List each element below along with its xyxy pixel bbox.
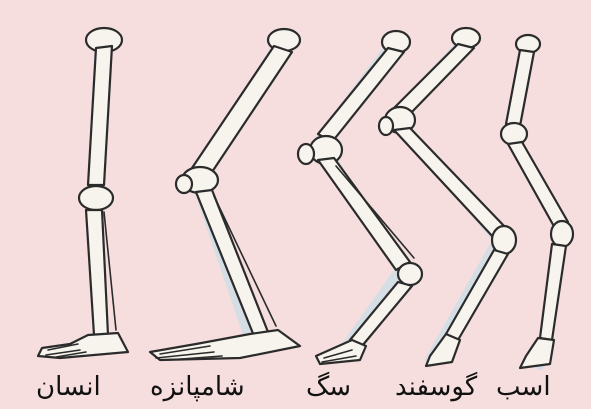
chimpanzee-patella [176, 175, 192, 193]
sheep-patella [379, 117, 393, 135]
human-knee [79, 186, 113, 210]
label-dog: سگ [306, 374, 351, 400]
label-horse: اسب [496, 374, 551, 400]
label-sheep: گوسفند [395, 374, 477, 400]
chimpanzee-femur [192, 46, 292, 178]
human-leg [38, 28, 128, 358]
sheep-cannon-bone [446, 250, 508, 340]
dog-tibia [318, 158, 410, 270]
sheep-leg-halo [395, 40, 498, 360]
dog-hock [398, 263, 422, 285]
dog-leg [298, 31, 422, 364]
chimpanzee-leg [150, 29, 300, 360]
horse-tibia [508, 142, 568, 230]
chimpanzee-tibia [196, 190, 268, 336]
label-human: انسان [36, 374, 101, 400]
dog-fibula [336, 166, 414, 258]
horse-hoof [520, 338, 554, 368]
horse-hock [551, 221, 573, 247]
horse-knee [501, 123, 527, 145]
horse-cannon-bone [540, 244, 566, 340]
label-chimpanzee: شامپانزه [150, 374, 245, 400]
sheep-femur [394, 44, 474, 116]
dog-paw [316, 340, 366, 364]
horse-femur [506, 50, 534, 126]
human-tibia [86, 210, 108, 335]
sheep-tibia [394, 128, 506, 238]
human-femur [88, 46, 112, 185]
sheep-leg [379, 28, 516, 366]
horse-leg [501, 35, 573, 368]
dog-patella [298, 144, 314, 164]
